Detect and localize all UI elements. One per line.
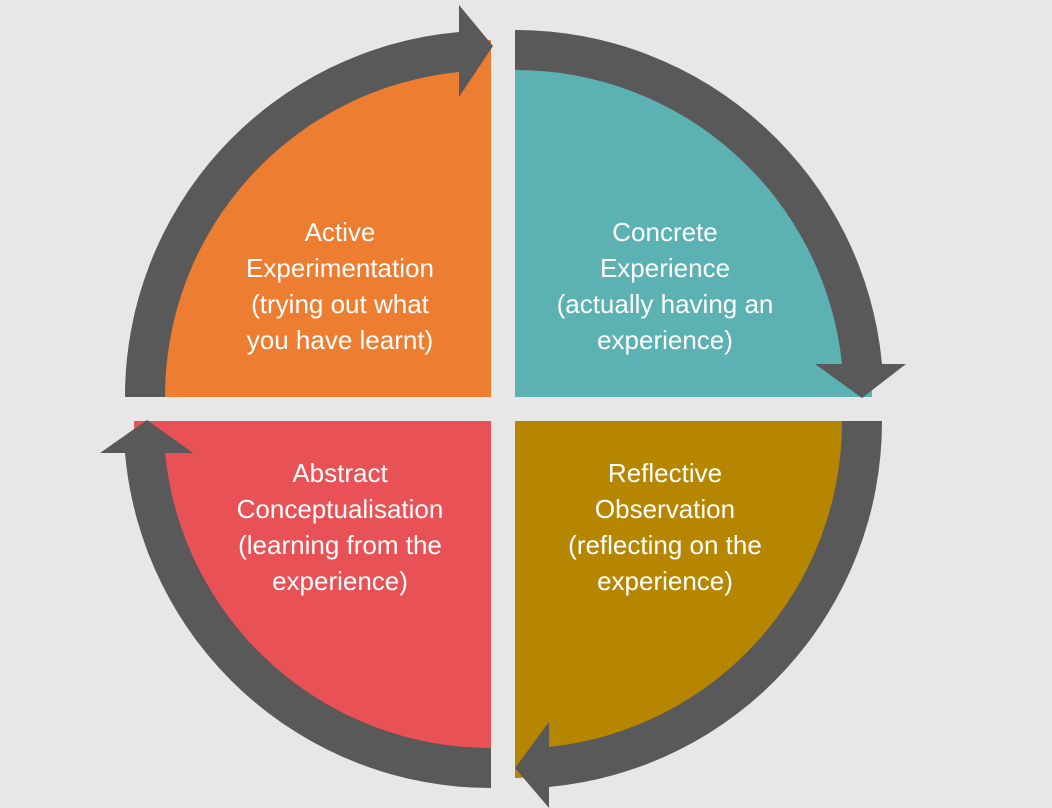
- concrete-experience-line-2: Experience: [599, 253, 731, 283]
- reflective-observation-line-4: experience): [597, 566, 733, 596]
- concrete-experience-line-1: Concrete: [612, 217, 718, 247]
- reflective-observation-line-3: (reflecting on the: [568, 530, 762, 560]
- arrow-to-active-experimentation: [100, 420, 491, 789]
- quadrant-concrete-experience: [515, 40, 872, 397]
- label-concrete-experience: Concrete Experience (actually having an …: [515, 214, 815, 358]
- active-experimentation-line-3: (trying out what: [251, 289, 429, 319]
- quadrant-reflective-observation: [515, 421, 872, 778]
- abstract-conceptualisation-line-2: Conceptualisation: [236, 494, 444, 524]
- abstract-conceptualisation-line-1: Abstract: [292, 458, 388, 488]
- arrow-to-abstract-conceptualisation: [515, 421, 883, 808]
- reflective-observation-line-2: Observation: [594, 494, 736, 524]
- active-experimentation-line-2: Experimentation: [246, 253, 434, 283]
- label-reflective-observation: Reflective Observation (reflecting on th…: [515, 455, 815, 599]
- quadrant-active-experimentation: [134, 40, 491, 397]
- arrow-to-concrete-experience: [124, 5, 493, 397]
- concrete-experience-line-3: (actually having an: [556, 289, 774, 319]
- active-experimentation-line-4: you have learnt): [246, 325, 434, 355]
- abstract-conceptualisation-line-3: (learning from the: [238, 530, 442, 560]
- arrow-to-reflective-observation: [515, 29, 906, 398]
- active-experimentation-line-1: Active: [304, 217, 376, 247]
- reflective-observation-line-1: Reflective: [607, 458, 723, 488]
- quadrant-abstract-conceptualisation: [134, 421, 491, 778]
- abstract-conceptualisation-line-4: experience): [272, 566, 408, 596]
- label-active-experimentation: Active Experimentation (trying out what …: [190, 214, 490, 358]
- concrete-experience-line-4: experience): [597, 325, 733, 355]
- label-abstract-conceptualisation: Abstract Conceptualisation (learning fro…: [190, 455, 490, 599]
